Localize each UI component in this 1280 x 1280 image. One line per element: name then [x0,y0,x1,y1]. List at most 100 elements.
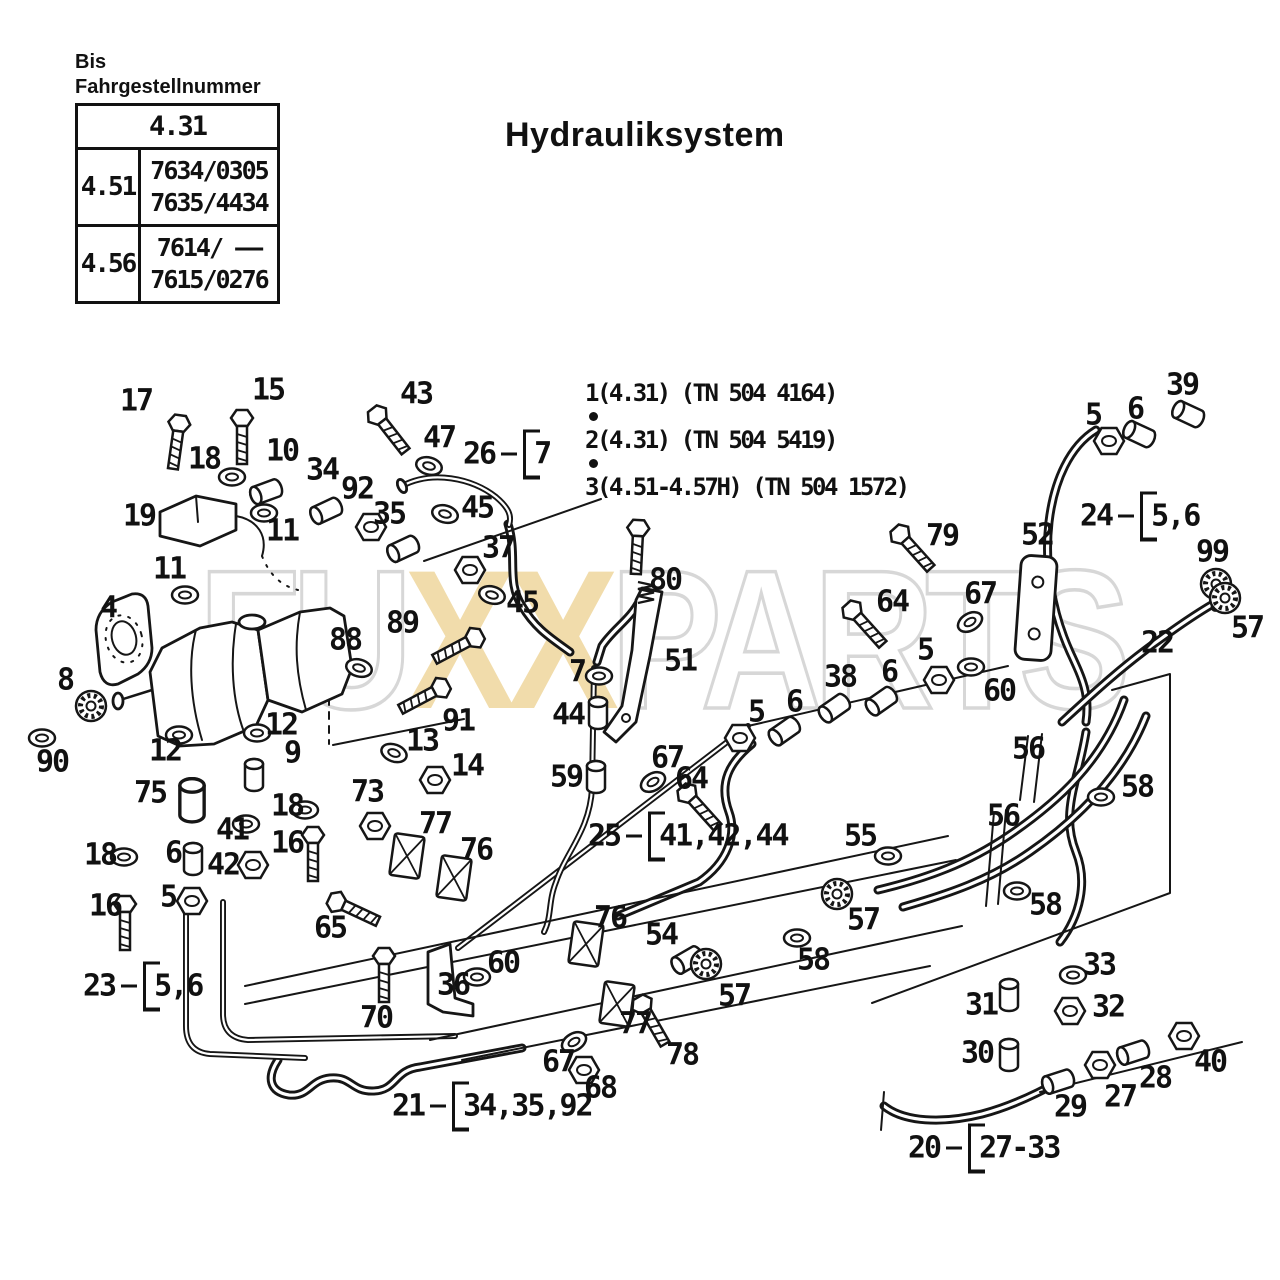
part-callout-11: 11 [265,513,300,549]
chassis-numbers-cell: 7634/0305 7635/4434 [141,150,277,224]
group-dash [946,1146,963,1150]
part-callout-16: 16 [270,825,305,861]
pipe-runs [183,474,751,1061]
caption-line-2: Fahrgestellnummer [75,76,261,98]
part-callout-77: 77 [418,806,453,842]
table-top-row: 4.31 [78,106,277,150]
chassis-number: 7615/0276 [150,265,269,294]
part-callout-16: 16 [88,888,123,924]
mounting-plate-4 [94,592,154,687]
part-callout-58: 58 [796,942,831,978]
group-dash [430,1104,447,1108]
part-callout-60: 60 [982,673,1017,709]
part-callout-11: 11 [152,551,187,587]
table-caption: Bis Fahrgestellnummer [75,50,261,100]
pump-port [237,613,267,631]
part-callout-73: 73 [350,774,385,810]
group-items: 34,35,92 [451,1081,594,1131]
group-prefix: 25 [588,818,622,854]
part-callout-36: 36 [436,967,471,1003]
group-prefix: 20 [908,1130,942,1166]
chassis-number: 7614/ —— [156,233,263,262]
group-dash [501,452,518,456]
table-row: 4.51 7634/0305 7635/4434 [78,150,277,227]
group-prefix: 24 [1080,498,1114,534]
part-callout-14: 14 [450,748,485,784]
annotation-leader [423,498,602,562]
model-cell: 4.51 [78,150,141,224]
clamp-56-mid [985,809,1007,907]
valve-block-19 [158,494,265,557]
part-callout-15: 15 [251,372,286,408]
part-callout-60: 60 [486,945,521,981]
group-prefix: 23 [83,968,117,1004]
part-callout-28: 28 [1138,1060,1173,1096]
part-callout-6: 6 [785,684,804,720]
part-callout-35: 35 [372,496,407,532]
model-cell: 4.56 [78,227,141,301]
bullet-dot [589,459,598,468]
part-callout-67: 67 [541,1044,576,1080]
part-callout-90: 90 [35,744,70,780]
bracket-51 [602,586,664,744]
part-callout-32: 32 [1091,989,1126,1025]
part-callout-27: 27 [1103,1079,1138,1115]
clamp-56-top [1019,733,1043,803]
part-callout-12: 12 [148,733,183,769]
part-callout-91: 91 [441,703,476,739]
part-callout-76: 76 [593,900,628,936]
part-callout-43: 43 [399,376,434,412]
part-callout-5: 5 [159,879,178,915]
caption-line-1: Bis [75,51,107,73]
part-callout-58: 58 [1120,769,1155,805]
part-callout-67: 67 [650,740,685,776]
part-callout-57: 57 [846,902,881,938]
part-callout-33: 33 [1082,947,1117,983]
part-callout-64: 64 [875,584,910,620]
part-callout-57: 57 [717,978,752,1014]
chassis-numbers-cell: 7614/ —— 7615/0276 [141,227,277,301]
group-dash [626,834,643,838]
part-callout-56: 56 [1011,731,1046,767]
part-callout-41: 41 [215,812,250,848]
part-callout-58: 58 [1028,887,1063,923]
part-callout-44: 44 [551,697,586,733]
part-callout-89: 89 [385,605,420,641]
part-callout-8: 8 [56,662,75,698]
bracket-36 [426,942,475,1018]
part-callout-57: 57 [1230,610,1265,646]
part-callout-70: 70 [359,1000,394,1036]
tn-annotations: 1(4.31) (TN 504 4164) 2(4.31) (TN 504 54… [585,370,910,511]
annotation-line: 2(4.31) (TN 504 5419) [585,426,838,454]
bullet-dot [589,412,598,421]
bracket-52 [1013,554,1059,662]
part-callout-17: 17 [119,383,154,419]
part-callout-79: 79 [925,518,960,554]
chassis-number: 7634/0305 [150,156,269,185]
part-callout-9: 9 [283,735,302,771]
part-callout-6: 6 [164,835,183,871]
part-callout-39: 39 [1165,367,1200,403]
chassis-number-table: 4.31 4.51 7634/0305 7635/4434 4.56 7614/… [75,103,280,304]
group-items: 5,6 [142,961,204,1011]
part-callout-31: 31 [964,987,999,1023]
part-callout-77: 77 [618,1006,653,1042]
group-dash [1118,514,1135,518]
annotation-line: 1(4.31) (TN 504 4164) [585,379,838,407]
part-callout-4: 4 [99,590,118,626]
part-callout-6: 6 [880,654,899,690]
part-callout-19: 19 [122,498,157,534]
part-callout-78: 78 [665,1037,700,1073]
part-callout-22: 22 [1140,625,1175,661]
part-callout-45: 45 [460,490,495,526]
part-callout-67: 67 [963,576,998,612]
part-callout-88: 88 [328,622,363,658]
part-callout-56: 56 [986,798,1021,834]
part-callout-7: 7 [568,654,587,690]
